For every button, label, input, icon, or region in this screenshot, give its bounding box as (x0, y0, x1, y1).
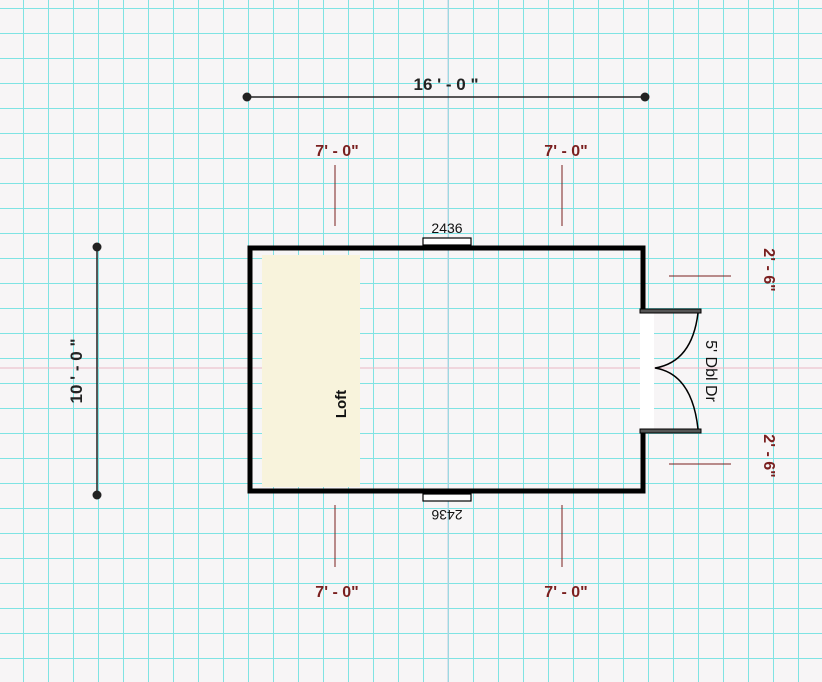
overall-width-label: 16 ' - 0 " (413, 75, 478, 94)
offset-ticks (334, 165, 731, 567)
right-bottom-offset-label[interactable]: 2' - 6" (760, 434, 777, 477)
overall-depth-dimension[interactable]: 10 ' - 0 " (67, 242, 102, 500)
bottom-window[interactable]: 2436 (422, 493, 472, 523)
door-swing-arcs (654, 312, 699, 430)
bottom-window-label: 2436 (431, 507, 462, 523)
loft-area[interactable] (262, 255, 360, 487)
top-left-offset-label[interactable]: 7' - 0" (315, 143, 358, 160)
top-window-label: 2436 (431, 220, 462, 236)
loft-label: Loft (333, 390, 350, 418)
right-top-offset-label[interactable]: 2' - 6" (760, 248, 777, 291)
double-door[interactable]: 5' Dbl Dr (639, 308, 719, 434)
overall-depth-label: 10 ' - 0 " (67, 338, 86, 403)
bottom-left-offset-label[interactable]: 7' - 0" (315, 584, 358, 601)
exterior-walls[interactable] (247, 245, 646, 494)
top-window[interactable]: 2436 (422, 220, 472, 246)
top-right-offset-label[interactable]: 7' - 0" (544, 143, 587, 160)
overall-width-dimension[interactable]: 16 ' - 0 " (242, 75, 650, 102)
door-label: 5' Dbl Dr (702, 340, 719, 402)
bottom-right-offset-label[interactable]: 7' - 0" (544, 584, 587, 601)
